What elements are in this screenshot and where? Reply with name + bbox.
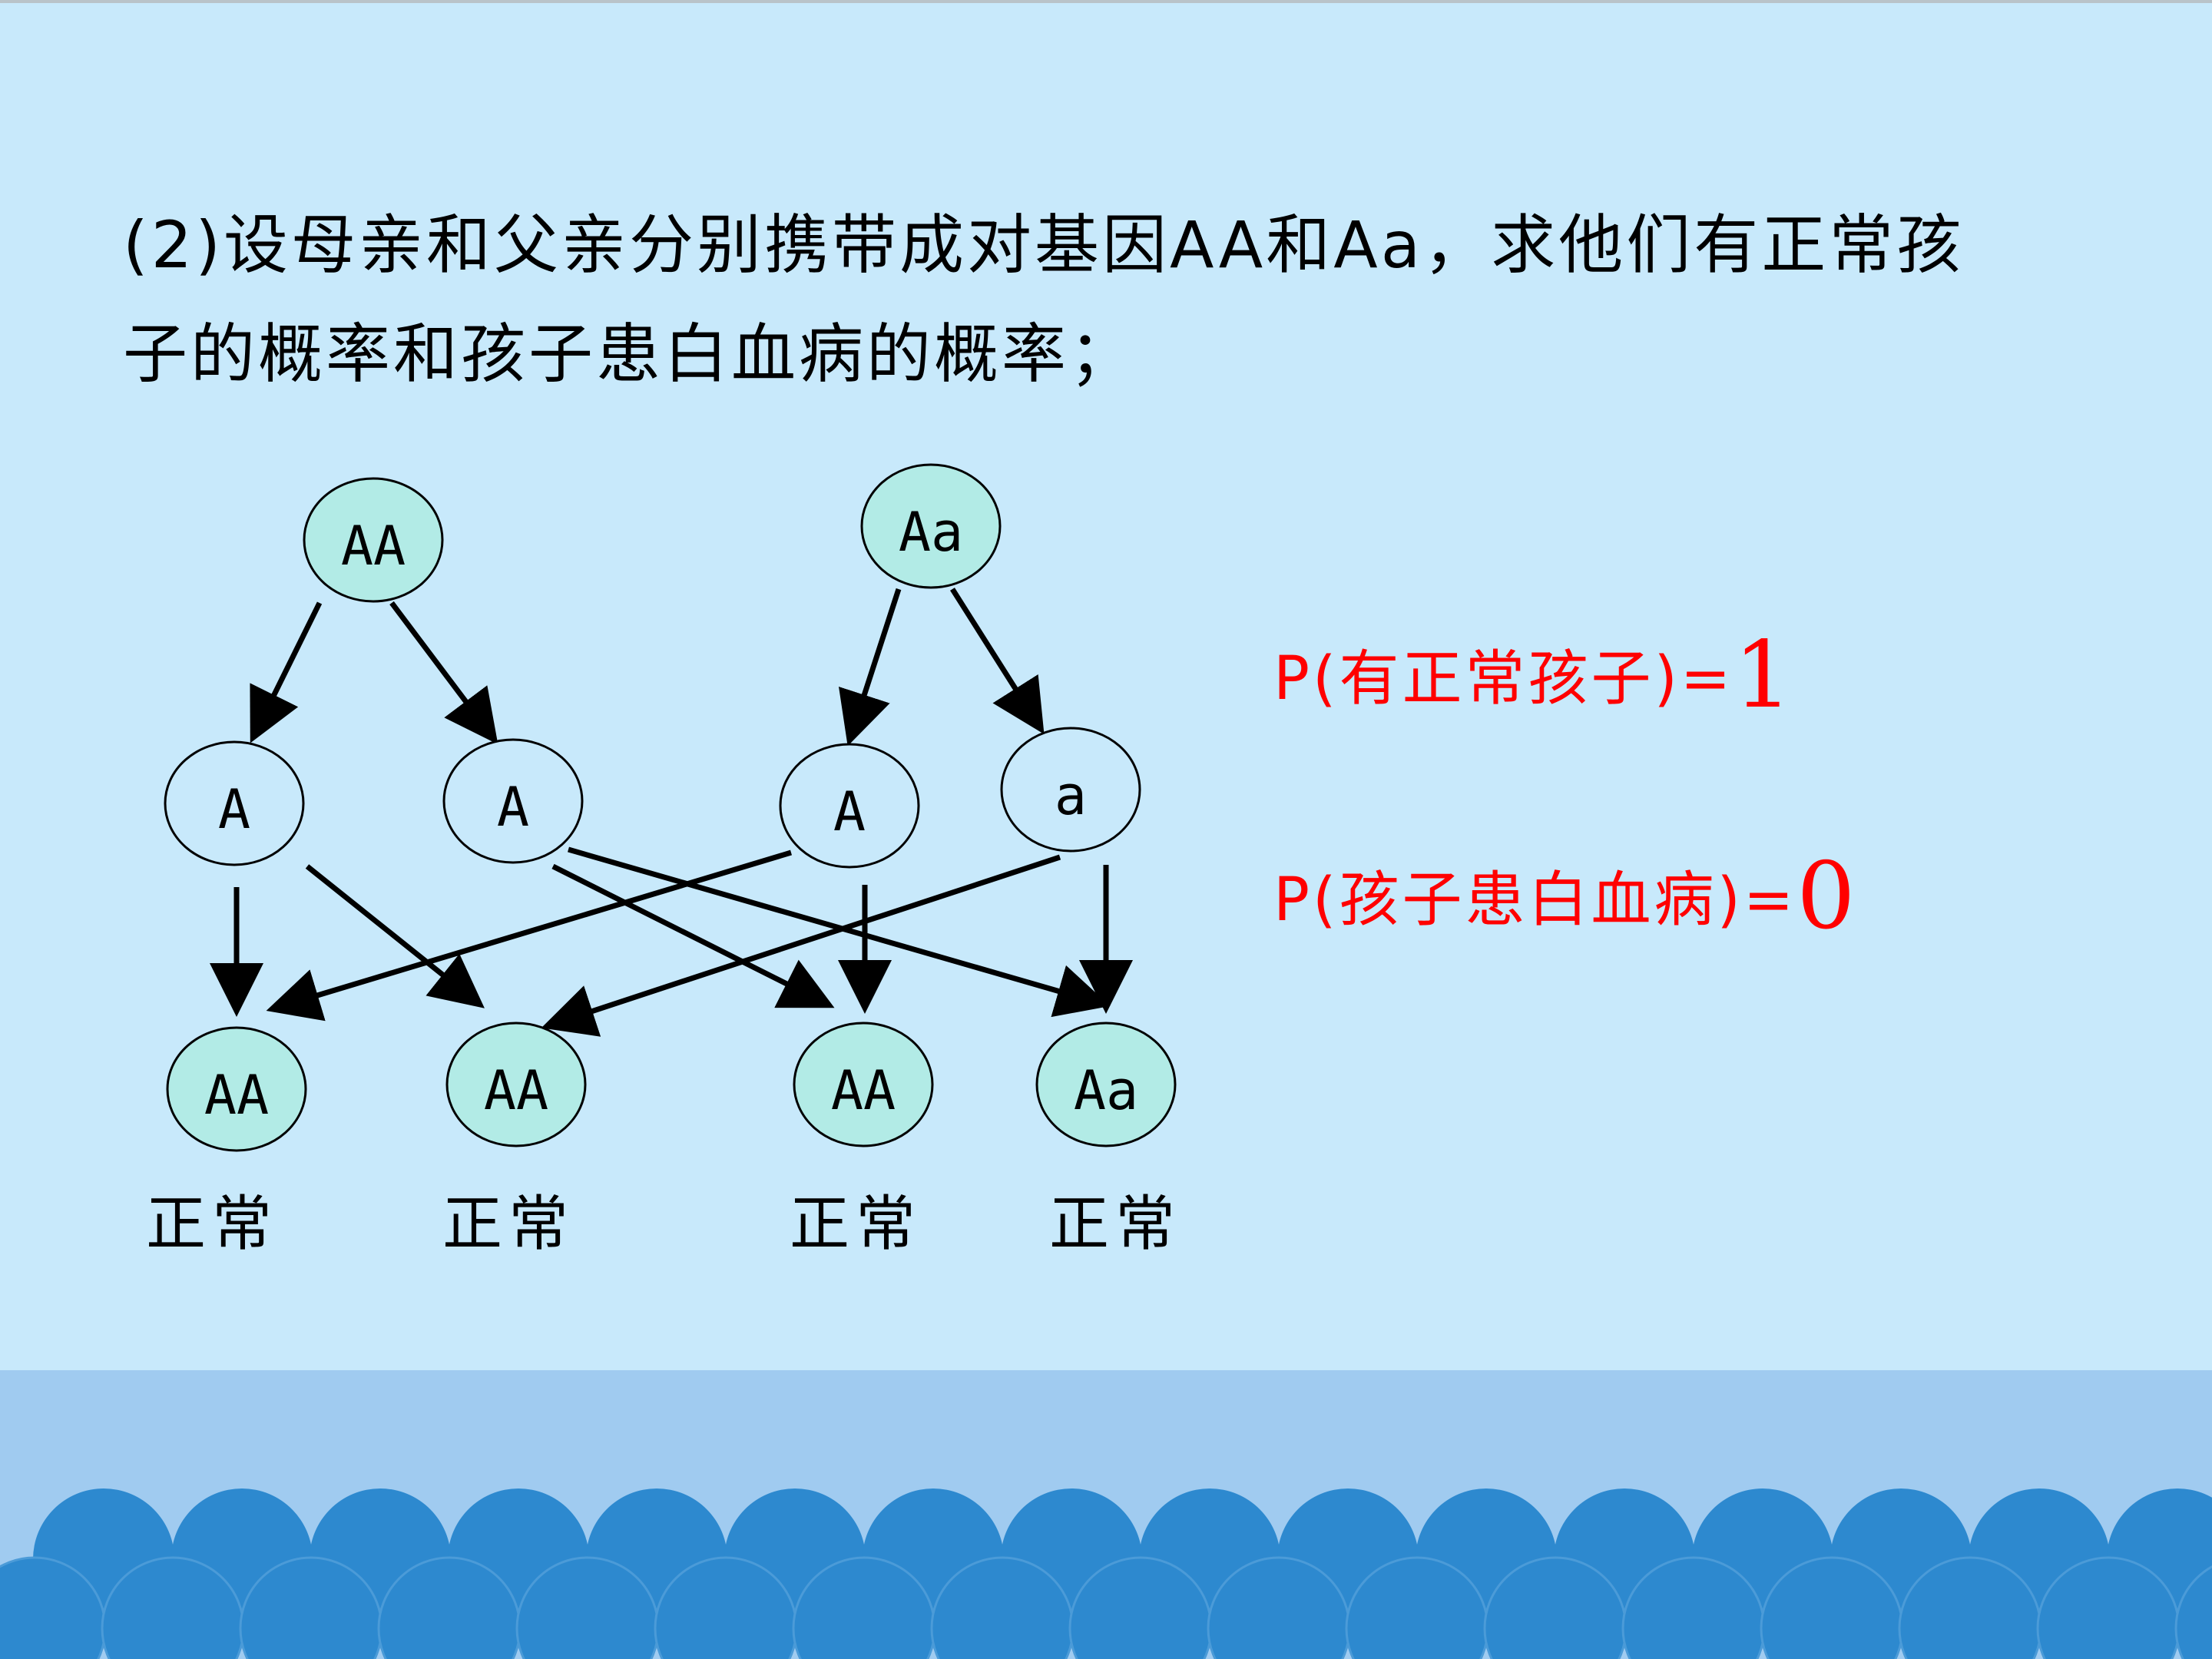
gamete-node-label: A (497, 776, 529, 839)
probability-normal-label: P(有正常孩子)= (1273, 644, 1734, 714)
question-line-2: 子的概率和孩子患白血病的概率； (123, 316, 1137, 392)
arrow-gamete-1-to-offspring-2 (305, 864, 485, 1008)
arrow-gamete-2-to-offspring-3 (551, 863, 835, 1008)
phenotype-labels: 正常 正常 正常 正常 (146, 1190, 1181, 1259)
probability-leukemia-value: 0 (1796, 843, 1859, 950)
offspring-node: AA (793, 1022, 934, 1147)
arrow-gamete-3-to-offspring-1 (266, 849, 793, 1022)
gamete-node-label: A (833, 780, 866, 843)
cross-arrows (210, 588, 1133, 1037)
wave-crest (2174, 1565, 2212, 1659)
footer-wave-decoration (0, 1488, 2212, 1659)
question-text: (2)设母亲和父亲分别携带成对基因AA和Aa，求他们有正常孩 子的概率和孩子患白… (123, 190, 2120, 409)
offspring-nodes: AA AA AA Aa (166, 1022, 1177, 1152)
probability-leukemia-child: P(孩子患白血病)=0 (1273, 843, 1859, 950)
gamete-nodes: A A A a (164, 727, 1141, 869)
probability-normal-child: P(有正常孩子)=1 (1273, 622, 1796, 729)
arrow-mother-to-gamete-2 (389, 601, 498, 745)
phenotype-label: 正常 (442, 1190, 575, 1259)
offspring-node-label: Aa (1074, 1059, 1138, 1122)
offspring-node-label: AA (831, 1059, 896, 1122)
gamete-node-label: a (1055, 764, 1087, 827)
parent-node-father: Aa (860, 463, 1002, 589)
parent-node-mother: AA (303, 477, 444, 603)
genetics-cross-diagram: AA Aa A A A a AA AA (146, 463, 1181, 1259)
arrow-gamete-2-to-offspring-4 (568, 846, 1111, 1018)
probability-leukemia-label: P(孩子患白血病)= (1273, 866, 1797, 935)
probability-normal-value: 1 (1734, 622, 1796, 729)
top-border (0, 0, 2212, 3)
offspring-node: Aa (1035, 1022, 1177, 1147)
arrow-father-to-gamete-4 (950, 588, 1045, 734)
gamete-node: A (164, 740, 305, 866)
gamete-node: a (1000, 727, 1141, 853)
offspring-node-label: AA (204, 1064, 269, 1127)
phenotype-label: 正常 (790, 1190, 922, 1259)
offspring-node: AA (445, 1022, 587, 1147)
phenotype-label: 正常 (146, 1190, 278, 1259)
wave-row-front (0, 1556, 2212, 1659)
arrow-gamete-4-to-offspring-2 (541, 854, 1061, 1037)
arrow-father-to-gamete-3 (838, 588, 902, 747)
gamete-node: A (779, 743, 920, 869)
offspring-node: AA (166, 1026, 307, 1152)
gamete-node-label: A (218, 778, 250, 841)
parent-nodes: AA Aa (303, 463, 1002, 603)
gamete-node: A (442, 738, 584, 864)
arrow-mother-to-gamete-1 (250, 601, 323, 743)
parent-node-father-label: Aa (899, 501, 963, 564)
parent-node-mother-label: AA (341, 515, 406, 578)
phenotype-label: 正常 (1049, 1190, 1181, 1259)
question-line-1: (2)设母亲和父亲分别携带成对基因AA和Aa，求他们有正常孩 (123, 207, 1965, 283)
offspring-node-label: AA (484, 1059, 548, 1122)
